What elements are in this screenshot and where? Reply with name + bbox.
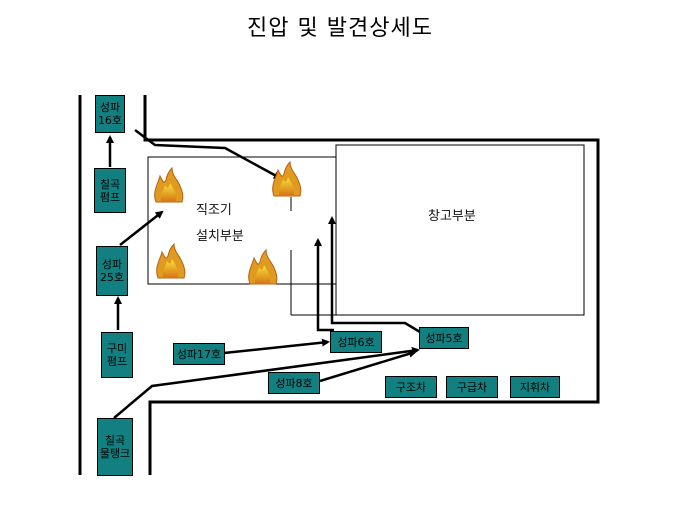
arrow-6-to-building bbox=[314, 238, 334, 332]
arrow-25-to-building bbox=[119, 210, 164, 246]
building-outline bbox=[147, 144, 585, 316]
unit-seongpa8[interactable]: 성파8호 bbox=[268, 372, 320, 394]
fire-icon bbox=[272, 160, 302, 197]
page-title: 진압 및 발견상세도 bbox=[247, 16, 433, 41]
arrow-8-to-5 bbox=[319, 349, 417, 383]
arrow-tank-to-5 bbox=[113, 346, 420, 419]
arrow-16-to-building bbox=[134, 129, 282, 180]
unit-seongpa6[interactable]: 성파6호 bbox=[330, 331, 382, 353]
area-warehouse: 창고부분 bbox=[428, 209, 476, 224]
fire-icon bbox=[156, 242, 186, 279]
road-lines bbox=[78, 95, 600, 475]
unit-seongpa16[interactable]: 성파 16호 bbox=[95, 95, 125, 133]
fire-icons bbox=[154, 160, 302, 285]
unit-command[interactable]: 지휘차 bbox=[510, 376, 560, 398]
unit-gumi-pump[interactable]: 구미 펌프 bbox=[101, 332, 133, 378]
arrow-5-to-building bbox=[328, 216, 421, 334]
area-machine: 직조기 설치부분 bbox=[196, 203, 244, 244]
fire-icon bbox=[248, 248, 278, 285]
unit-chilgok-tank[interactable]: 칠곡 물탱크 bbox=[97, 418, 133, 476]
unit-seongpa17[interactable]: 성파17호 bbox=[173, 343, 225, 365]
unit-seongpa25[interactable]: 성파 25호 bbox=[96, 246, 128, 296]
unit-rescue[interactable]: 구조차 bbox=[385, 376, 437, 398]
unit-chilgok-pump[interactable]: 칠곡 펌프 bbox=[94, 168, 126, 213]
unit-ambulance[interactable]: 구급차 bbox=[446, 376, 498, 398]
arrow-17-to-6 bbox=[223, 338, 330, 355]
fire-icon bbox=[154, 166, 184, 203]
movement-arrows bbox=[106, 129, 421, 419]
unit-seongpa5[interactable]: 성파5호 bbox=[419, 327, 469, 349]
